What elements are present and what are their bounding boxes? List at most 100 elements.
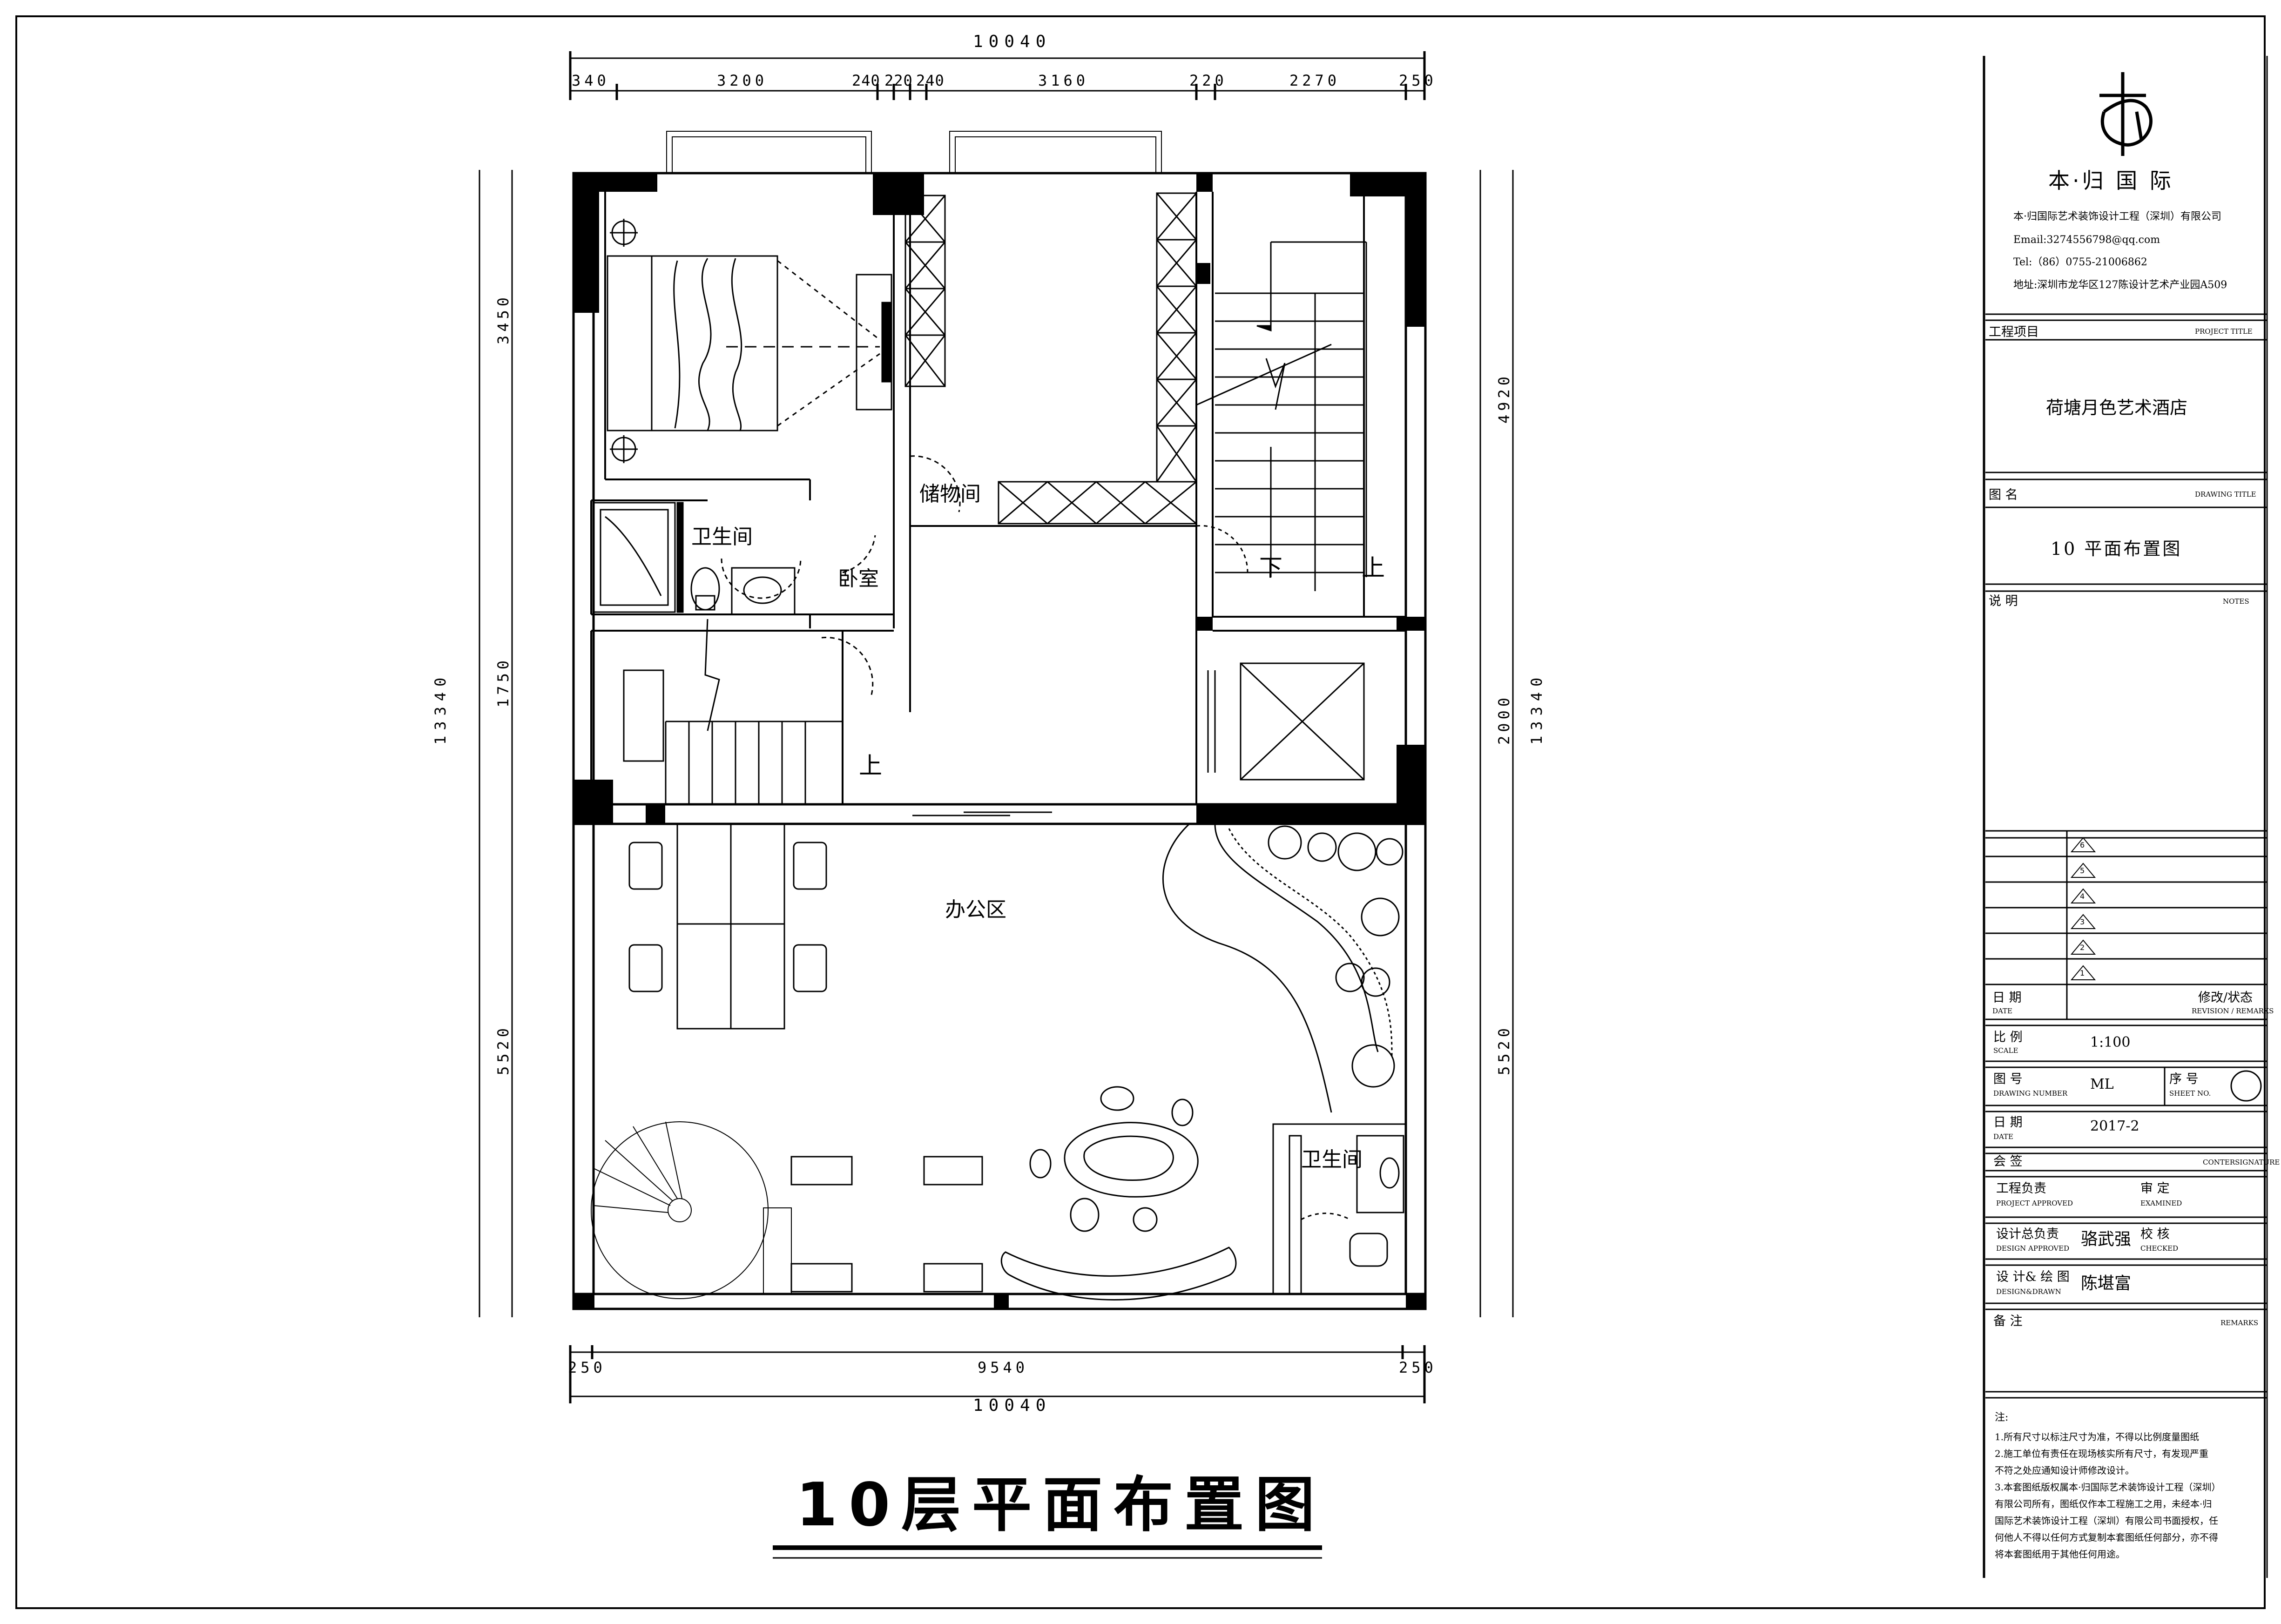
drawing-label-en: DRAWING TITLE — [2195, 490, 2256, 499]
dim-top-total: 10040 — [973, 32, 1052, 51]
revision-2: 2 — [2080, 943, 2085, 952]
date-label-en: DATE — [1992, 1007, 2012, 1015]
room-label-storage: 储物间 — [919, 482, 981, 506]
room-label-bathroom-bottom: 卫生间 — [1301, 1148, 1363, 1172]
remarks-label: 备 注 — [1993, 1314, 2023, 1328]
room-label-bathroom-top: 卫生间 — [691, 525, 753, 549]
stair-label-down: 下 — [1259, 554, 1282, 581]
room-label-bedroom: 卧室 — [838, 567, 879, 591]
brand-name: 本·归 国 际 — [2048, 168, 2174, 193]
revision-1: 1 — [2080, 969, 2085, 977]
project-name: 荷塘月色艺术酒店 — [2046, 398, 2188, 418]
examined-label: 审 定 — [2140, 1181, 2170, 1196]
scale-label-en: SCALE — [1993, 1046, 2018, 1055]
dim-top-4: 240 — [916, 72, 945, 89]
drawing-no-value: ML — [2090, 1076, 2114, 1092]
note-line-3: 不符之处应通知设计师修改设计。 — [1995, 1465, 2134, 1476]
revision-5: 5 — [2080, 866, 2085, 875]
balconies — [666, 131, 1162, 174]
bathroom-fixtures-bottom — [1272, 1123, 1407, 1295]
remarks-label-en: REMARKS — [2220, 1319, 2259, 1327]
office-desks — [628, 823, 827, 1030]
bed — [607, 219, 892, 463]
scale-value: 1:100 — [2090, 1034, 2131, 1051]
dim-top-0: 340 — [572, 72, 610, 89]
dim-top-2: 240 — [852, 72, 880, 89]
dim-top-7: 2270 — [1289, 72, 1341, 89]
design-approved-label: 设计总负责 — [1996, 1227, 2059, 1241]
drawing-label: 图 名 — [1989, 488, 2018, 502]
company-email: Email:327455679​8@qq.com — [2013, 234, 2160, 246]
dim-right-5: 5520 — [1495, 1024, 1513, 1075]
note-line-2: 2.施工单位有责任在现场核实所有尺寸，有发现严重 — [1995, 1448, 2209, 1459]
dim-top-5: 3160 — [1038, 72, 1089, 89]
revision-4: 4 — [2080, 892, 2085, 901]
revision-triangles — [2070, 837, 2096, 980]
note-line-8: 将本套图纸用于其他任何用途。 — [1995, 1549, 2125, 1560]
stair-label-up-left: 上 — [859, 752, 882, 779]
dim-top-1: 3200 — [717, 72, 768, 89]
elevator — [1207, 662, 1365, 781]
note-line-1: 1.所有尺寸以标注尺寸为准，不得以比例度量图纸 — [1995, 1431, 2200, 1442]
dim-right-3: 2000 — [1495, 694, 1513, 745]
dim-top-6: 220 — [1189, 72, 1228, 89]
notes-label: 说 明 — [1989, 594, 2018, 608]
design-approved-name: 骆武强 — [2081, 1230, 2132, 1249]
designer-label: 设 计& 绘 图 — [1996, 1270, 2070, 1284]
note-line-5: 有限公司所有，图纸仅作本工程施工之用，未经本·归 — [1995, 1498, 2212, 1509]
project-approved-en: PROJECT APPROVED — [1996, 1199, 2073, 1207]
revision-6: 6 — [2080, 841, 2085, 849]
note-line-4: 3.本套图纸版权属本·归国际艺术装饰设计工程（深圳） — [1995, 1482, 2221, 1493]
decor-planters — [790, 1086, 1237, 1301]
dim-bottom-total: 10040 — [973, 1396, 1052, 1415]
examined-en: EXAMINED — [2140, 1199, 2182, 1207]
note-line-7: 何他人不得以任何方式复制本套图纸任何部分，亦不得 — [1995, 1532, 2218, 1543]
dim-left-1: 3450 — [494, 293, 512, 344]
stair-label-up-right: 上 — [1362, 554, 1385, 581]
design-approved-en: DESIGN APPROVED — [1996, 1244, 2070, 1253]
project-label-en: PROJECT TITLE — [2195, 327, 2253, 336]
main-drawing-title: 10层平面布置图 — [796, 1470, 1326, 1540]
room-label-office: 办公区 — [945, 898, 1006, 922]
wardrobes — [904, 192, 1197, 525]
scale-label: 比 例 — [1993, 1030, 2023, 1044]
revision-3: 3 — [2080, 917, 2085, 926]
sign-label: 会 签 — [1993, 1154, 2023, 1169]
columns — [574, 173, 1425, 1309]
dim-top-8: 250 — [1399, 72, 1437, 89]
dim-right-1: 4920 — [1495, 372, 1513, 424]
stairs-left — [623, 619, 874, 804]
dim-top-3: 220 — [884, 72, 913, 89]
sheet-border — [15, 15, 2266, 1609]
designer-en: DESIGN&DRAWN — [1996, 1287, 2061, 1296]
revision-label-en: REVISION / REMARKS — [2192, 1007, 2274, 1015]
company-tel: Tel:（86）0755-21006862 — [2013, 256, 2147, 268]
company-address: 地址:深圳市龙华区127陈设计艺术产业园A509 — [2013, 279, 2227, 291]
company-name: 本·归国际艺术装饰设计工程（深圳）有限公司 — [2013, 211, 2221, 222]
sheet-no-label-en: SHEET NO. — [2169, 1089, 2211, 1098]
revision-label: 修改/状态 — [2198, 991, 2253, 1005]
stairs-right — [1196, 241, 1367, 591]
spiral-stair — [591, 1121, 792, 1299]
garden-bridge — [1162, 823, 1404, 1113]
checked-en: CHECKED — [2140, 1244, 2179, 1253]
title-block-grid — [1985, 56, 2268, 1578]
dim-bottom-2: 250 — [1399, 1359, 1437, 1376]
project-label: 工程项目 — [1989, 325, 2039, 339]
exterior-walls — [572, 172, 1427, 1310]
checked-label: 校 核 — [2140, 1227, 2170, 1241]
doors — [912, 525, 1248, 816]
dimension-lines — [479, 51, 1514, 1403]
designer-name: 陈堪富 — [2081, 1274, 2132, 1293]
bathroom-fixtures-top — [593, 455, 961, 615]
brand-logo-icon — [2099, 72, 2153, 156]
notes-label-en: NOTES — [2223, 597, 2249, 606]
dim-left-total: 13340 — [432, 672, 449, 745]
date2-value: 2017-2 — [2090, 1118, 2139, 1134]
date2-label-en: DATE — [1993, 1132, 2013, 1141]
note-title: 注: — [1995, 1412, 2009, 1423]
sheet-no-label: 序 号 — [2169, 1072, 2199, 1086]
drawing-name: 10 平面布置图 — [2051, 539, 2182, 559]
drawing-no-label: 图 号 — [1993, 1072, 2023, 1086]
